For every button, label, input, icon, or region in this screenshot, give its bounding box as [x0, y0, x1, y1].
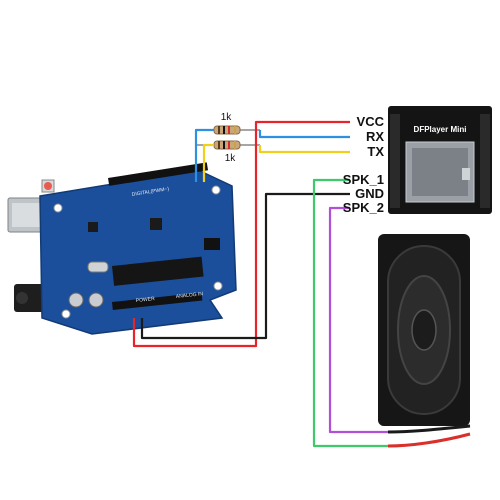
mount-hole	[53, 203, 63, 213]
mount-hole	[213, 281, 223, 291]
gnd-wire	[140, 192, 350, 340]
digital-header	[107, 162, 209, 186]
capacitor	[88, 292, 104, 308]
rx-wire-module	[258, 130, 350, 139]
dfplayer-module: DFPlayer Mini	[388, 106, 492, 214]
pin-label-vcc: VCC	[357, 114, 385, 129]
resistor-band	[218, 126, 220, 134]
sd-card-slot-inner	[412, 148, 468, 196]
resistor-body	[213, 125, 241, 135]
spk1-wire	[312, 178, 388, 448]
resistor-band	[234, 141, 236, 149]
pin-label-spk1: SPK_1	[343, 172, 384, 187]
sd-card-latch	[462, 168, 470, 180]
module-left-pins	[390, 114, 400, 208]
dc-jack-hole	[16, 292, 28, 304]
power-label: POWER	[136, 296, 156, 304]
usb-port-inner	[12, 203, 44, 227]
arduino-board: DIGITAL(PWM~) POWER ANALOG IN	[7, 162, 237, 335]
pin-label-spk2: SPK_2	[343, 200, 384, 215]
digital-label: DIGITAL(PWM~)	[131, 186, 169, 198]
mount-hole	[211, 185, 221, 195]
resistor-bottom-label: 1k	[225, 153, 237, 164]
resistor-top-label: 1k	[221, 112, 233, 123]
resistor-band	[218, 141, 220, 149]
wires	[132, 120, 388, 448]
module-right-pins	[480, 114, 490, 208]
capacitor	[68, 292, 84, 308]
arduino-pcb	[39, 169, 237, 335]
pin-label-tx: TX	[367, 144, 384, 159]
pin-label-rx: RX	[366, 129, 384, 144]
rx-wire-board	[194, 128, 214, 182]
speaker-icon	[378, 234, 471, 448]
pin-labels: VCC RX TX SPK_1 GND SPK_2	[343, 114, 385, 215]
resistor-band	[234, 126, 236, 134]
tx-wire-module	[258, 145, 350, 154]
spk2-wire	[328, 206, 388, 434]
pin-strip	[480, 114, 490, 208]
icsp-header	[204, 238, 220, 250]
power-analog-header	[112, 292, 203, 310]
speaker-lead-red	[387, 432, 471, 448]
module-title: DFPlayer Mini	[414, 125, 467, 134]
smd-chip	[88, 222, 98, 232]
tx-wire-board	[202, 143, 214, 182]
vcc-wire	[132, 120, 350, 348]
dc-jack-icon	[14, 284, 48, 312]
atmega-chip	[112, 256, 204, 286]
resistor-top: 1k	[196, 112, 260, 135]
resistor-band	[228, 141, 230, 149]
analog-label: ANALOG IN	[176, 291, 204, 300]
crystal	[87, 261, 109, 273]
resistor-bottom: 1k	[196, 140, 260, 164]
speaker-lead-black	[387, 424, 471, 434]
speaker-dust-cap	[411, 309, 437, 351]
mount-hole	[61, 309, 71, 319]
resistor-body	[213, 140, 241, 150]
pin-strip	[390, 114, 400, 208]
resistor-band	[223, 141, 225, 149]
smd-chip	[150, 218, 162, 230]
pin-label-gnd: GND	[355, 186, 384, 201]
reset-button-cap	[44, 182, 52, 190]
resistor-band	[223, 126, 225, 134]
resistor-band	[228, 126, 230, 134]
